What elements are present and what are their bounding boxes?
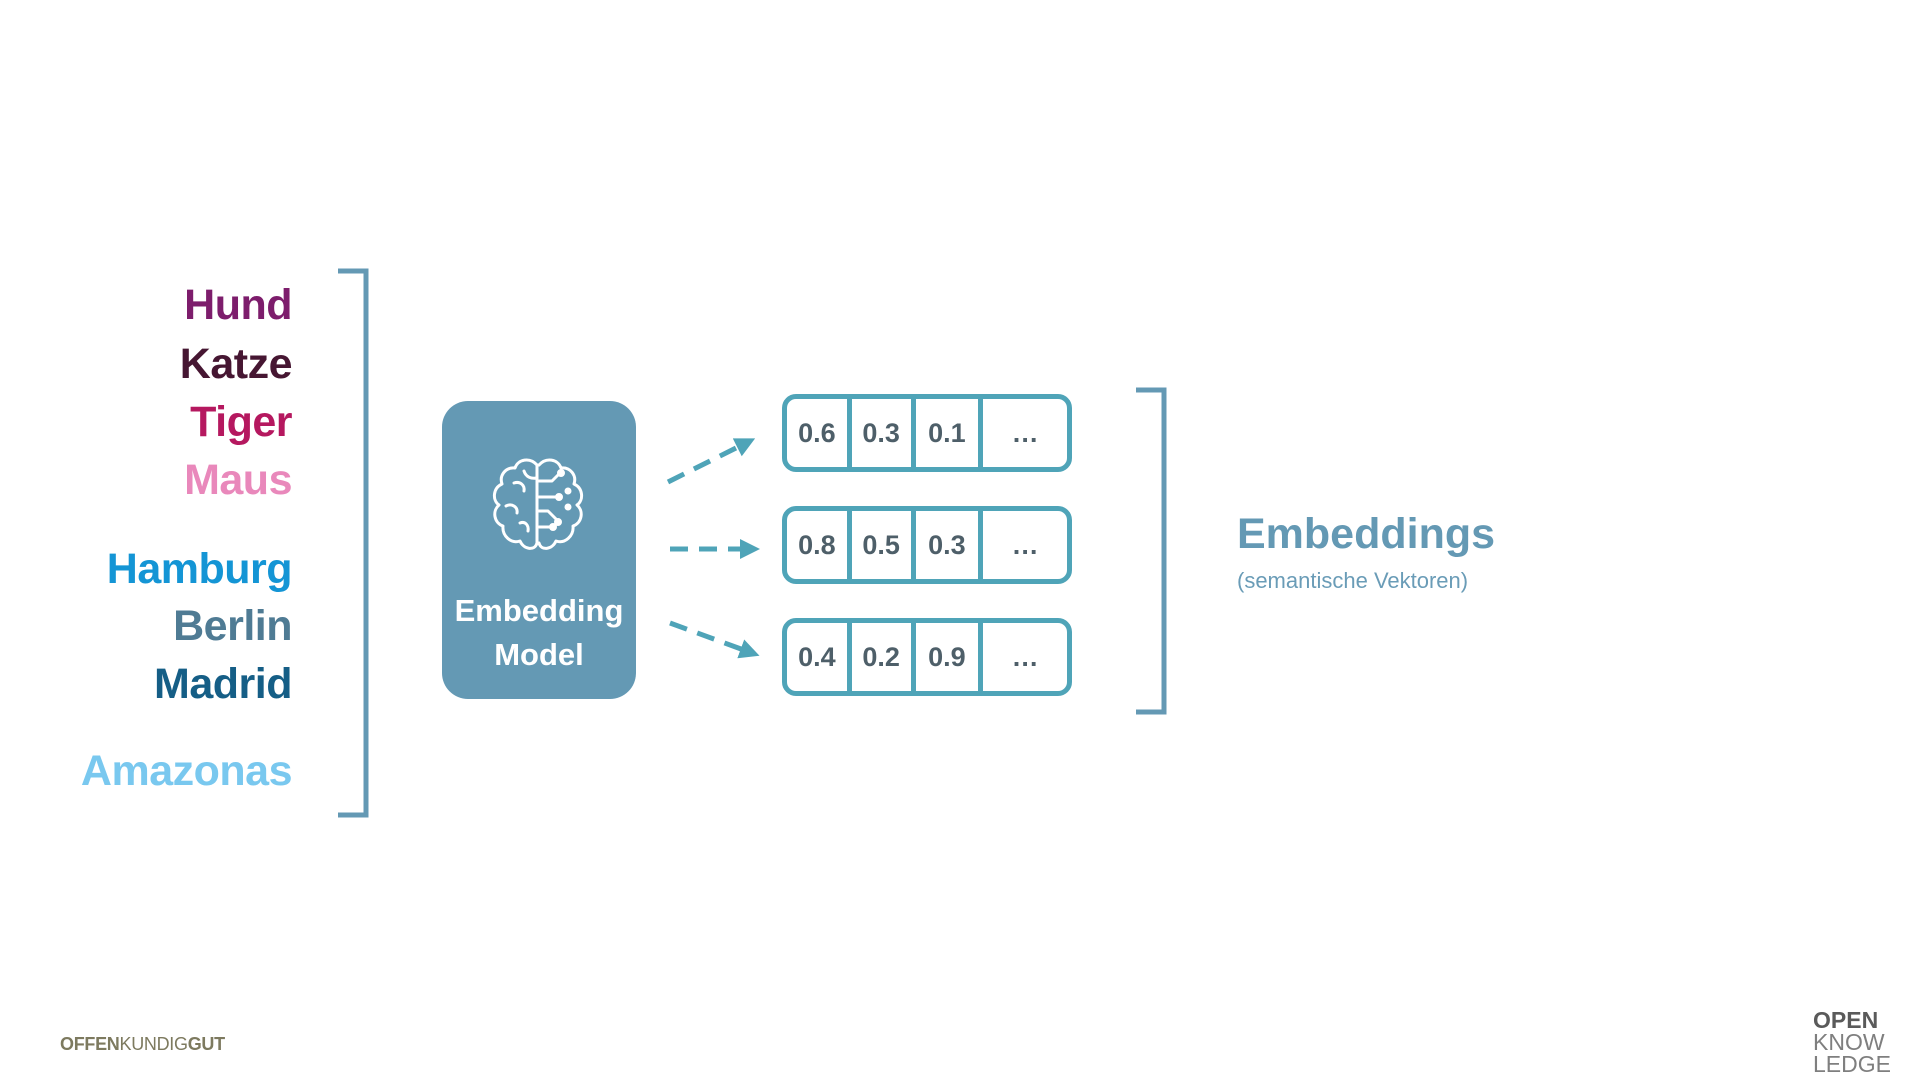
logo-line2: KNOW [1813,1029,1885,1055]
word-tiger: Tiger [190,398,292,446]
vector-cell: 0.2 [852,623,916,691]
vector-cell: 0.8 [787,511,852,579]
logo-line1: OPEN [1813,1007,1879,1033]
vector-cell: 0.1 [916,399,984,467]
model-label-line1: Embedding [454,593,624,628]
vector-cell: … [1011,529,1039,560]
model-label: Embedding Model [442,589,636,677]
embeddings-title: Embeddings [1237,510,1496,558]
word-hamburg: Hamburg [106,545,293,593]
vector-cell: … [1011,417,1039,448]
brand-part3: GUT [187,1034,225,1054]
brand-part1: OFFEN [60,1034,120,1054]
vector-cell: 0.3 [916,511,984,579]
vector-cell: 0.9 [916,623,984,691]
left-bracket [338,268,369,818]
right-bracket [1136,387,1167,715]
word-hund: Hund [184,281,292,329]
vector-cell: 0.4 [787,623,852,691]
embedding-model-box: Embedding Model [442,401,636,699]
vector-cell: … [1011,641,1039,672]
arrow-bottom [669,620,760,659]
logo-line3: LEDGE [1813,1051,1891,1077]
vector-cell: 0.3 [852,399,916,467]
model-label-line2: Model [494,637,584,672]
vector-cell: 0.6 [787,399,852,467]
arrows [666,438,760,659]
brand-part2: KUNDIG [119,1034,189,1054]
word-berlin: Berlin [173,602,292,650]
vector-cell: 0.5 [852,511,916,579]
word-amazonas: Amazonas [80,747,293,795]
embeddings-subtitle: (semantische Vektoren) [1237,568,1469,593]
open-knowledge-logo: OPEN KNOW LEDGE [1813,1007,1891,1077]
brain-circuit-icon [493,458,583,550]
arrow-top [666,438,756,485]
brand-offenkundiggut-logo: OFFENKUNDIGGUT [60,1034,225,1055]
word-maus: Maus [184,456,292,504]
word-katze: Katze [179,340,293,388]
word-madrid: Madrid [154,660,292,708]
